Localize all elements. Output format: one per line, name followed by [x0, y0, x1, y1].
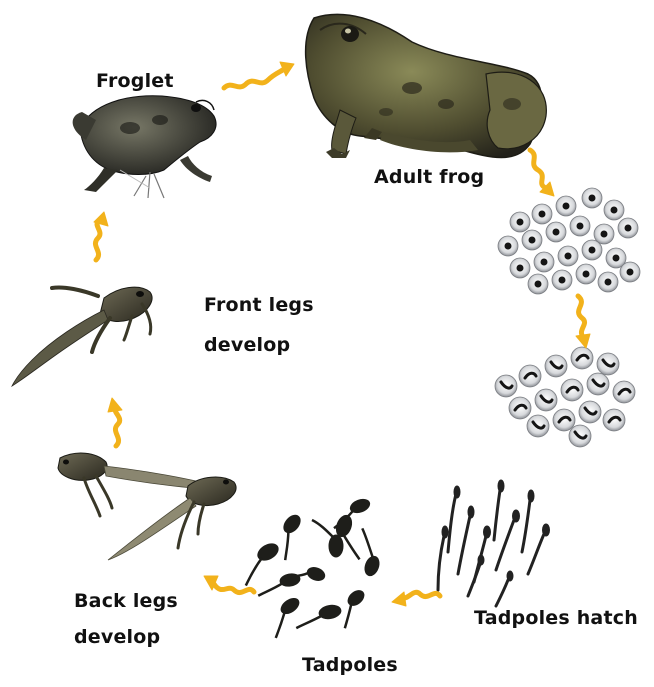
label-adult-frog: Adult frog	[374, 162, 484, 192]
arrow-froglet-to-adult	[224, 62, 294, 88]
hatching-tadpoles-illustration	[438, 480, 550, 606]
froglet-illustration	[73, 96, 216, 198]
tadpoles-illustration	[233, 497, 389, 638]
label-back-legs-line1: Back legs	[74, 586, 178, 616]
arrow-hatch-to-tadpoles	[392, 592, 440, 606]
arrow-adult-to-eggs	[530, 150, 554, 196]
label-front-legs-line1: Front legs	[204, 290, 314, 320]
developing-embryos-illustration	[495, 347, 635, 447]
label-front-legs-line2: develop	[204, 330, 290, 360]
adult-frog-illustration	[306, 14, 547, 158]
label-back-legs-line2: develop	[74, 622, 160, 652]
arrow-backlegs-to-frontlegs	[108, 398, 122, 446]
label-tadpoles-hatch: Tadpoles hatch	[474, 603, 638, 633]
label-tadpoles: Tadpoles	[302, 650, 398, 680]
label-froglet: Froglet	[96, 66, 174, 96]
front-legs-tadpole-illustration	[12, 287, 152, 386]
back-legs-tadpoles-illustration	[58, 453, 236, 560]
arrow-eggs-to-embryos	[576, 296, 590, 348]
arrow-frontlegs-to-froglet	[94, 212, 108, 260]
frog-eggs-illustration	[498, 188, 640, 294]
